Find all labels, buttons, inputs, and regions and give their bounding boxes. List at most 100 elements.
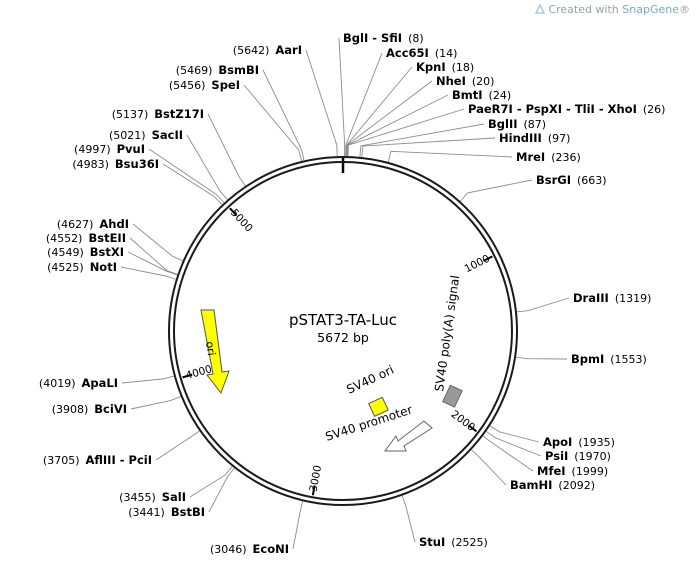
site-name: ApaLI [82,376,119,390]
site-leader-line [130,396,181,410]
site-leader-line [486,431,542,457]
site-position: (1553) [610,353,647,366]
plasmid-backbone [168,156,518,506]
site-leader-line [155,430,200,461]
site-position: (5021) [109,129,146,142]
restriction-site-label[interactable]: DraIII (1319) [573,291,651,305]
site-position: (24) [489,89,512,102]
site-name: DraIII [573,291,609,305]
site-leader-line [387,150,513,163]
site-leader-line [338,37,346,157]
restriction-site-label[interactable]: StuI(2525) [419,535,488,549]
site-position: (1999) [572,465,609,478]
site-name: BmtI [452,88,483,102]
restriction-site-label[interactable]: NheI(20) [436,74,494,88]
restriction-site-label[interactable]: (3455)SalI [119,490,186,504]
site-position: (5469) [176,64,213,77]
backbone-outer-strand [168,156,518,506]
site-name: BstBI [171,505,205,519]
restriction-site-label[interactable]: (4627)AhdI [57,217,129,231]
restriction-site-label[interactable]: MreI (236) [516,150,581,164]
site-position: (5642) [233,44,270,57]
restriction-site-label[interactable]: BglII (87) [488,117,546,131]
site-name: BglII [488,117,518,131]
site-name: Bsu36I [115,157,159,171]
feature-sv40-promoter[interactable] [384,420,433,452]
feature-sv40-ori[interactable] [368,396,389,417]
site-leader-line [359,123,485,157]
plasmid-size: 5672 bp [317,330,369,345]
site-name: NheI [436,74,466,88]
site-name: BciVI [94,402,127,416]
site-position: (2092) [558,479,595,492]
tick-label-4000: 4000 [184,363,213,382]
restriction-site-label[interactable]: MfeI (1999) [537,464,608,478]
watermark-mark: ® [679,3,690,16]
restriction-site-label[interactable]: (3705)AflIII - PciI [43,453,152,467]
restriction-site-label[interactable]: (5469)BsmBI [176,63,259,77]
restriction-site-label[interactable]: (5137)BstZ17I [112,107,204,121]
site-name: SacII [152,128,183,142]
restriction-site-label[interactable]: (4019)ApaLI [39,376,118,390]
site-leader-line [186,134,228,200]
site-name: SalI [162,490,186,504]
feature-ori[interactable] [200,309,230,395]
site-name: BglI - SfiI [343,31,402,45]
site-leader-line [148,148,225,203]
site-leader-line [471,449,507,486]
restriction-site-label[interactable]: (3441)BstBI [128,505,205,519]
restriction-site-label[interactable]: (4997)PvuI [74,142,145,156]
restriction-site-label[interactable]: BglI - SfiI(8) [343,31,424,45]
site-name: MreI [516,150,545,164]
site-position: (236) [551,151,581,164]
restriction-site-label[interactable]: BsrGI(663) [536,173,607,187]
restriction-site-label[interactable]: (4549)BstXI [47,245,124,259]
site-labels: BglI - SfiI(8)Acc65I(14)KpnI(18)NheI(20)… [39,31,666,556]
restriction-site-label[interactable]: Acc65I(14) [386,46,457,60]
site-leader-line [207,113,246,187]
restriction-site-label[interactable]: (4525)NotI [47,260,117,274]
restriction-site-label[interactable]: (4552)BstEII [46,231,126,245]
restriction-site-label[interactable]: KpnI(18) [416,60,474,74]
site-position: (1319) [615,292,652,305]
site-position: (18) [452,61,475,74]
site-name: BsrGI [536,173,571,187]
site-leader-line [162,163,223,205]
snapgene-watermark: Created with SnapGene® [535,3,690,16]
site-leader-line [262,69,305,161]
site-name: AflIII - PciI [85,453,152,467]
site-name: PsiI [545,449,568,463]
site-name: MfeI [537,464,566,478]
restriction-site-label[interactable]: (3908)BciVI [52,402,127,416]
restriction-site-label[interactable]: PaeR7I - PspXI - TliI - XhoI(26) [468,102,665,116]
site-name: BamHI [510,478,552,492]
site-name: ApoI [543,435,572,449]
feature-sv40-ori-label: SV40 ori [344,363,396,397]
restriction-site-label[interactable]: BmtI (24) [452,88,511,102]
restriction-site-label[interactable]: PsiI(1970) [545,449,611,463]
feature-sv40-polya-signal[interactable] [442,384,463,408]
restriction-site-label[interactable]: (3046)EcoNI [210,542,289,556]
feature-ori-label: ori [203,341,218,357]
restriction-site-label[interactable]: HindIII(97) [499,131,570,145]
site-position: (87) [524,118,547,131]
tick-3000 [311,485,316,496]
restriction-site-label[interactable]: (5021) SacII [109,128,183,142]
site-leader-line [127,251,178,276]
site-position: (5456) [169,79,206,92]
site-position: (2525) [451,536,488,549]
restriction-site-label[interactable]: (5642)AarI [233,43,302,57]
tick-5000 [229,207,238,217]
restriction-site-label[interactable]: (4983)Bsu36I [72,157,159,171]
feature-sv40-polya-signal-label: SV40 poly(A) signal [432,274,462,392]
restriction-site-label[interactable]: BamHI (2092) [510,478,595,492]
site-position: (4525) [47,261,84,274]
restriction-site-label[interactable]: ApoI(1935) [543,435,615,449]
site-leader-line [305,49,338,157]
restriction-site-label[interactable]: BpmI(1553) [571,352,647,366]
site-position: (26) [643,103,666,116]
feature-sv40-promoter-label: SV40 promoter [324,403,415,444]
site-name: AhdI [99,217,129,231]
site-name: BstEII [88,231,126,245]
restriction-site-label[interactable]: (5456)SpeI [169,78,240,92]
